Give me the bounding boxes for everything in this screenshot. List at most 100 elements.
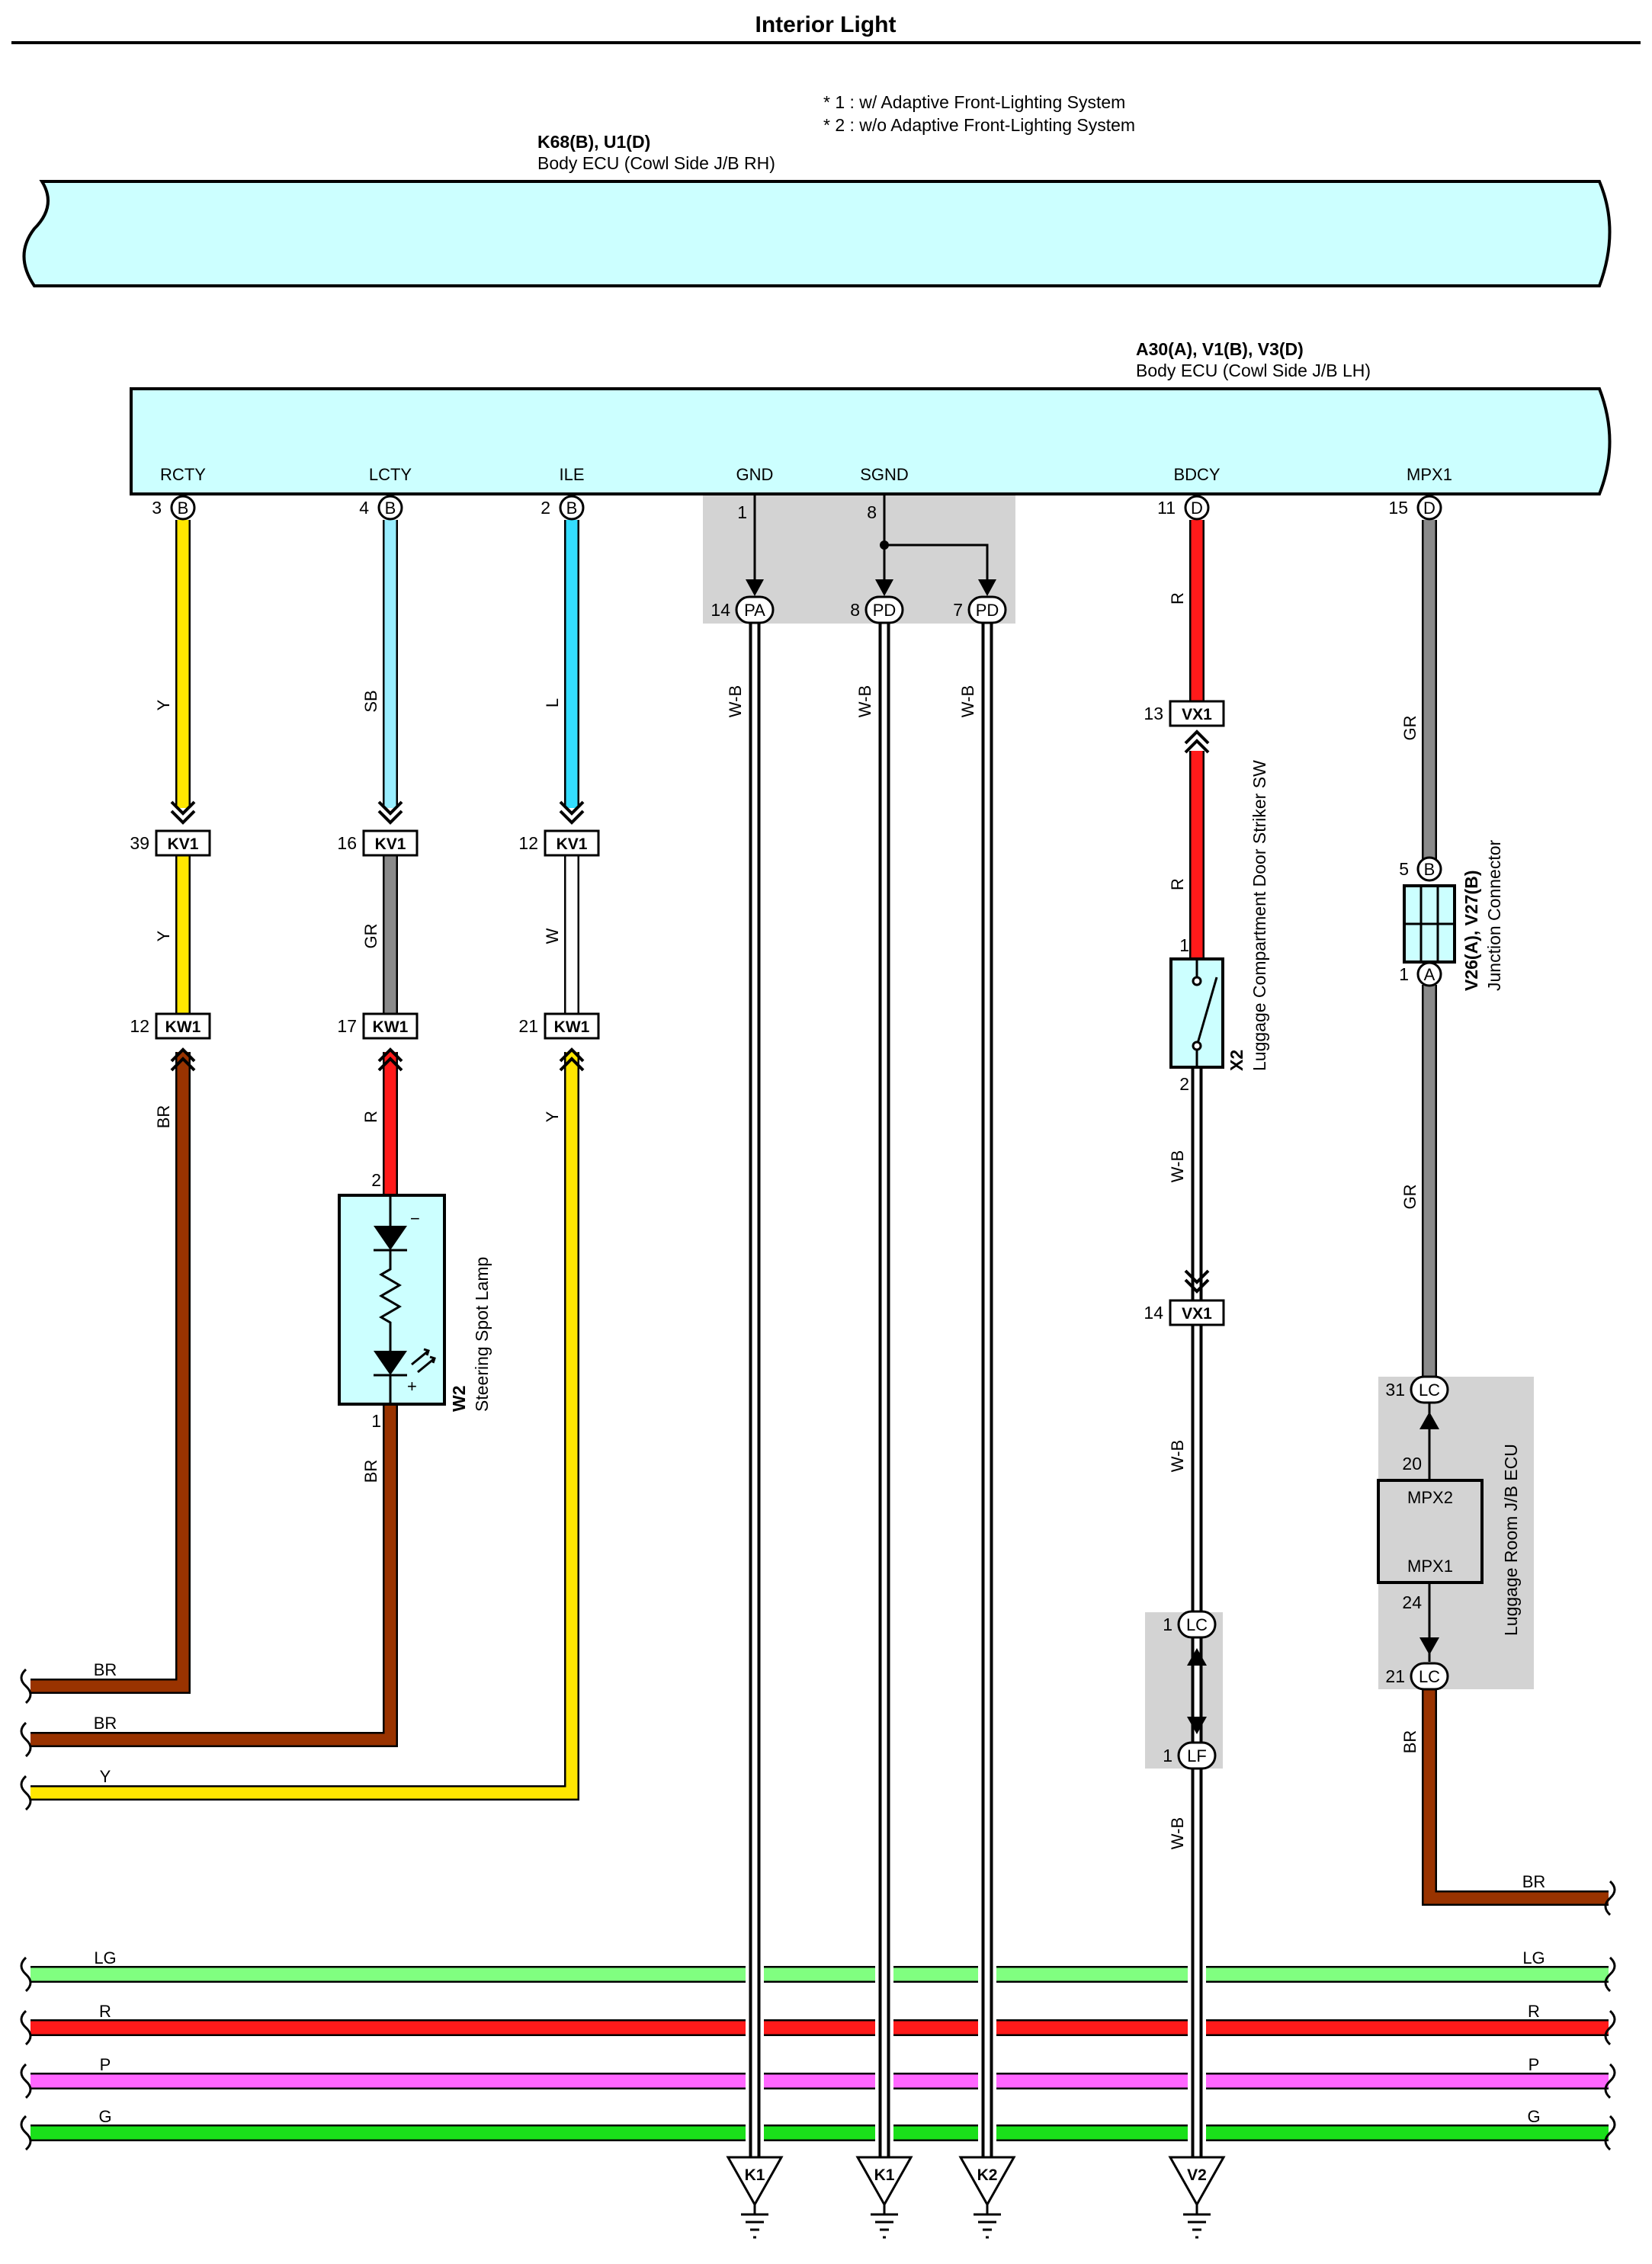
ground-k1-a: K1 [726,2156,784,2239]
ground-conn-pd-1-code: PD [873,601,897,620]
terminal-bdcy-conn: D [1191,499,1203,518]
arrow-lf-down [1187,1717,1207,1734]
wire-label-bdcy-3: W-B [1168,1150,1187,1182]
wire-label-lcty-3: R [361,1111,380,1123]
break-marks [20,1668,1616,2151]
bus-label-lg-right: LG [1522,1948,1545,1967]
lamp-name: Steering Spot Lamp [472,1257,492,1412]
wire-label-mpx-4: BR [1522,1872,1546,1891]
led-icon [374,1351,407,1375]
connector-lc-bdcy-pin: 1 [1163,1615,1172,1634]
wire-label-lcty-2: GR [361,924,380,949]
bus-label-r-left: R [99,2002,111,2021]
switch-name: Luggage Compartment Door Striker SW [1249,760,1269,1071]
chevrons [170,730,1210,1294]
luggage-ecu-pin-20: 20 [1402,1454,1422,1474]
note-1: * 1 : w/ Adaptive Front-Lighting System [823,92,1125,112]
connector-kw1-rcty-pin: 12 [130,1016,149,1036]
connector-kw1-lcty-code: KW1 [373,1018,409,1036]
wire-mpx-br [1423,1689,1609,1904]
lamp-pin-top: 2 [371,1170,381,1190]
wire-label-mpx-3: BR [1400,1730,1419,1754]
chevron-rcty-kw1 [170,1047,196,1072]
ground-conn-pa: PA 14 [711,595,775,624]
connector-lc-bdcy-code: LC [1186,1615,1208,1634]
bus-label-p-right: P [1529,2055,1540,2074]
switch-pin-bottom: 2 [1179,1074,1189,1094]
note-2: * 2 : w/o Adaptive Front-Lighting System [823,115,1135,135]
terminal-mpx1: D 15 [1388,495,1442,521]
bus-label-g-left: G [98,2107,111,2126]
break-right-p [1604,2063,1616,2099]
ground-k1-b: K1 [855,2156,913,2239]
ground-v2: V2 [1168,2156,1226,2239]
junction-code: V26(A), V27(B) [1461,871,1481,991]
ground-conn-pa-code: PA [744,601,765,620]
wire-label-mpx-1: GR [1400,716,1419,741]
switch-contact-top [1192,976,1202,986]
connector-lf-bdcy-code: LF [1187,1746,1207,1765]
lamp-code: W2 [449,1386,469,1413]
junction-pin-b-num: 5 [1399,859,1409,879]
terminal-lcty-pin: 4 [359,498,369,518]
chevron-rcty-kv1 [170,800,196,825]
chevron-ile-kv1 [559,800,585,825]
chevron-bdcy-vx1-a [1184,730,1210,754]
chevron-lcty-kw1 [377,1047,403,1072]
connector-lc-bottom: LC 21 [1385,1662,1449,1691]
break-right-br [1604,1880,1616,1916]
wire-label-bdcy-2: R [1168,878,1187,890]
lamp-minus: − [410,1209,420,1228]
break-left-p [20,2063,32,2099]
connector-kv1-rcty-code: KV1 [168,835,199,853]
break-right-lg [1604,1956,1616,1993]
wire-label-mpx-2: GR [1400,1185,1419,1210]
terminal-rcty-pin: 3 [152,498,162,518]
sgnd-arrow-1 [875,579,893,596]
arrow-lc-up [1187,1648,1207,1666]
connector-kw1-rcty: KW1 12 [130,1012,211,1040]
wire-label-gnd-3: W-B [958,685,977,717]
connector-kw1-ile-pin: 21 [518,1016,538,1036]
connector-kw1-rcty-code: KW1 [165,1018,201,1036]
terminal-mpx1-pin: 15 [1388,498,1408,518]
wire-rcty-br [30,1052,189,1692]
ground-icon [741,2205,768,2239]
connector-kv1-lcty-code: KV1 [375,835,406,853]
diagram-title: Interior Light [755,12,897,37]
wire-label-gnd-1: W-B [726,685,745,717]
ecu-rh-block [22,180,1612,287]
terminal-ile-conn: B [566,499,578,518]
wire-label-lcty-4: BR [361,1460,380,1483]
luggage-ecu-name: Luggage Room J/B ECU [1501,1444,1521,1636]
junction-connector: B 5 A 1 V26(A), V27(B) Junction Connecto… [1399,839,1504,991]
connector-lc-bdcy: LC 1 [1163,1610,1217,1639]
terminal-ile: B 2 [541,495,585,521]
connector-kv1-lcty-pin: 16 [337,833,357,853]
connector-vx1-a-pin: 13 [1144,704,1163,723]
connector-vx1-b: VX1 14 [1144,1299,1225,1326]
terminal-label-bdcy: BDCY [1173,465,1220,484]
junction-pin-a [1416,961,1442,987]
resistor-icon [379,1250,402,1351]
wire-label-gnd-2: W-B [855,685,874,717]
wire-rcty-br-outline [30,1052,191,1694]
wire-mpx-br-outline [1422,1689,1609,1906]
wire-label-ile-2: W [543,928,562,944]
switch-blade-icon [1195,976,1218,1047]
connector-kv1-ile-pin: 12 [518,833,538,853]
terminal-label-mpx1: MPX1 [1407,465,1452,484]
terminal-rcty: B 3 [152,495,196,521]
bus-crossing-gaps [746,1959,1206,2148]
connector-vx1-a: VX1 13 [1144,700,1225,727]
arrow-mpx2-up [1419,1412,1439,1429]
ground-conn-pd-2-code: PD [976,601,999,620]
connector-kv1-ile-code: KV1 [557,835,588,853]
wire-label-bdcy-4: W-B [1168,1440,1187,1472]
ground-k2-triangle [958,2156,1016,2208]
terminal-label-ile: ILE [559,465,584,484]
terminal-label-gnd: GND [736,465,774,484]
connector-lf-bdcy-pin: 1 [1163,1746,1172,1765]
connector-kw1-lcty: KW1 17 [337,1012,419,1040]
ground-k1-a-label: K1 [745,2166,765,2184]
